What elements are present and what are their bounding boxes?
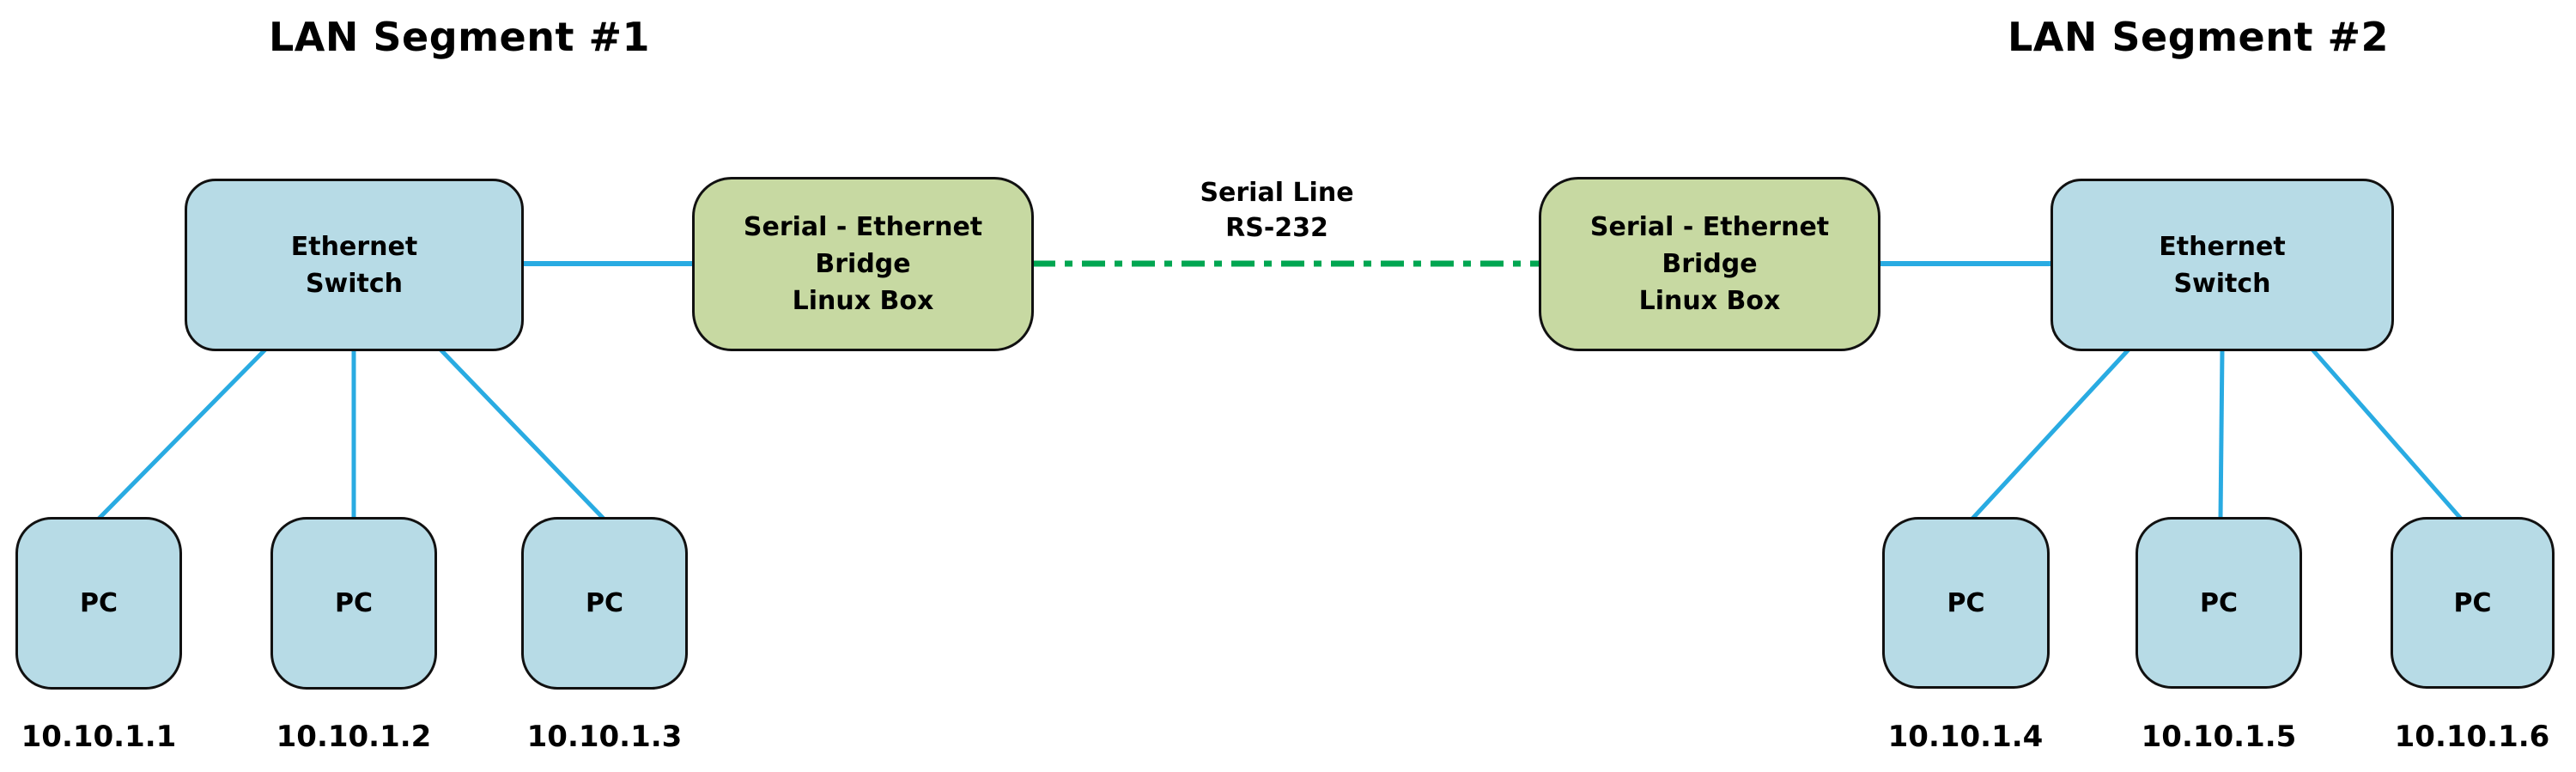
ethernet-switch-2-node: Ethernet Switch	[2050, 179, 2394, 351]
link-switch1-pc3	[439, 348, 605, 520]
ethernet-switch-2-label: Ethernet Switch	[2159, 231, 2286, 299]
pc4-node: PC	[1882, 517, 2050, 689]
link-switch2-pc4	[1971, 348, 2130, 520]
pc4-label: PC	[1947, 587, 1985, 618]
lan-segment-1-title: LAN Segment #1	[268, 14, 651, 60]
pc3-node: PC	[521, 517, 688, 690]
pc2-node: PC	[270, 517, 437, 690]
pc3-ip-label: 10.10.1.3	[526, 720, 683, 754]
ethernet-switch-1-node: Ethernet Switch	[185, 179, 524, 351]
pc4-ip-label: 10.10.1.4	[1887, 720, 2044, 754]
serial-ethernet-bridge-2-label: Serial - Ethernet Bridge Linux Box	[1589, 212, 1830, 316]
pc6-ip-label: 10.10.1.6	[2394, 720, 2550, 754]
pc6-node: PC	[2391, 517, 2555, 689]
link-switch2-pc5	[2218, 349, 2225, 520]
pc5-label: PC	[2199, 587, 2238, 618]
lan-segment-2-title: LAN Segment #2	[2007, 14, 2390, 60]
pc1-label: PC	[79, 588, 118, 618]
pc2-label: PC	[334, 588, 373, 618]
link-switch2-pc6	[2311, 348, 2463, 520]
pc1-ip-label: 10.10.1.1	[21, 720, 177, 754]
pc2-ip-label: 10.10.1.2	[276, 720, 432, 754]
serial-ethernet-bridge-1-label: Serial - Ethernet Bridge Linux Box	[743, 212, 983, 316]
link-switch1-pc1	[97, 348, 267, 520]
pc6-label: PC	[2453, 587, 2492, 618]
serial-ethernet-bridge-1-node: Serial - Ethernet Bridge Linux Box	[692, 177, 1034, 351]
ethernet-switch-1-label: Ethernet Switch	[290, 231, 418, 299]
serial-ethernet-bridge-2-node: Serial - Ethernet Bridge Linux Box	[1539, 177, 1880, 351]
pc3-label: PC	[585, 588, 623, 618]
pc5-ip-label: 10.10.1.5	[2141, 720, 2297, 754]
pc5-node: PC	[2136, 517, 2302, 689]
pc1-node: PC	[15, 517, 182, 690]
serial-line-label: Serial Line RS-232	[1200, 178, 1354, 243]
